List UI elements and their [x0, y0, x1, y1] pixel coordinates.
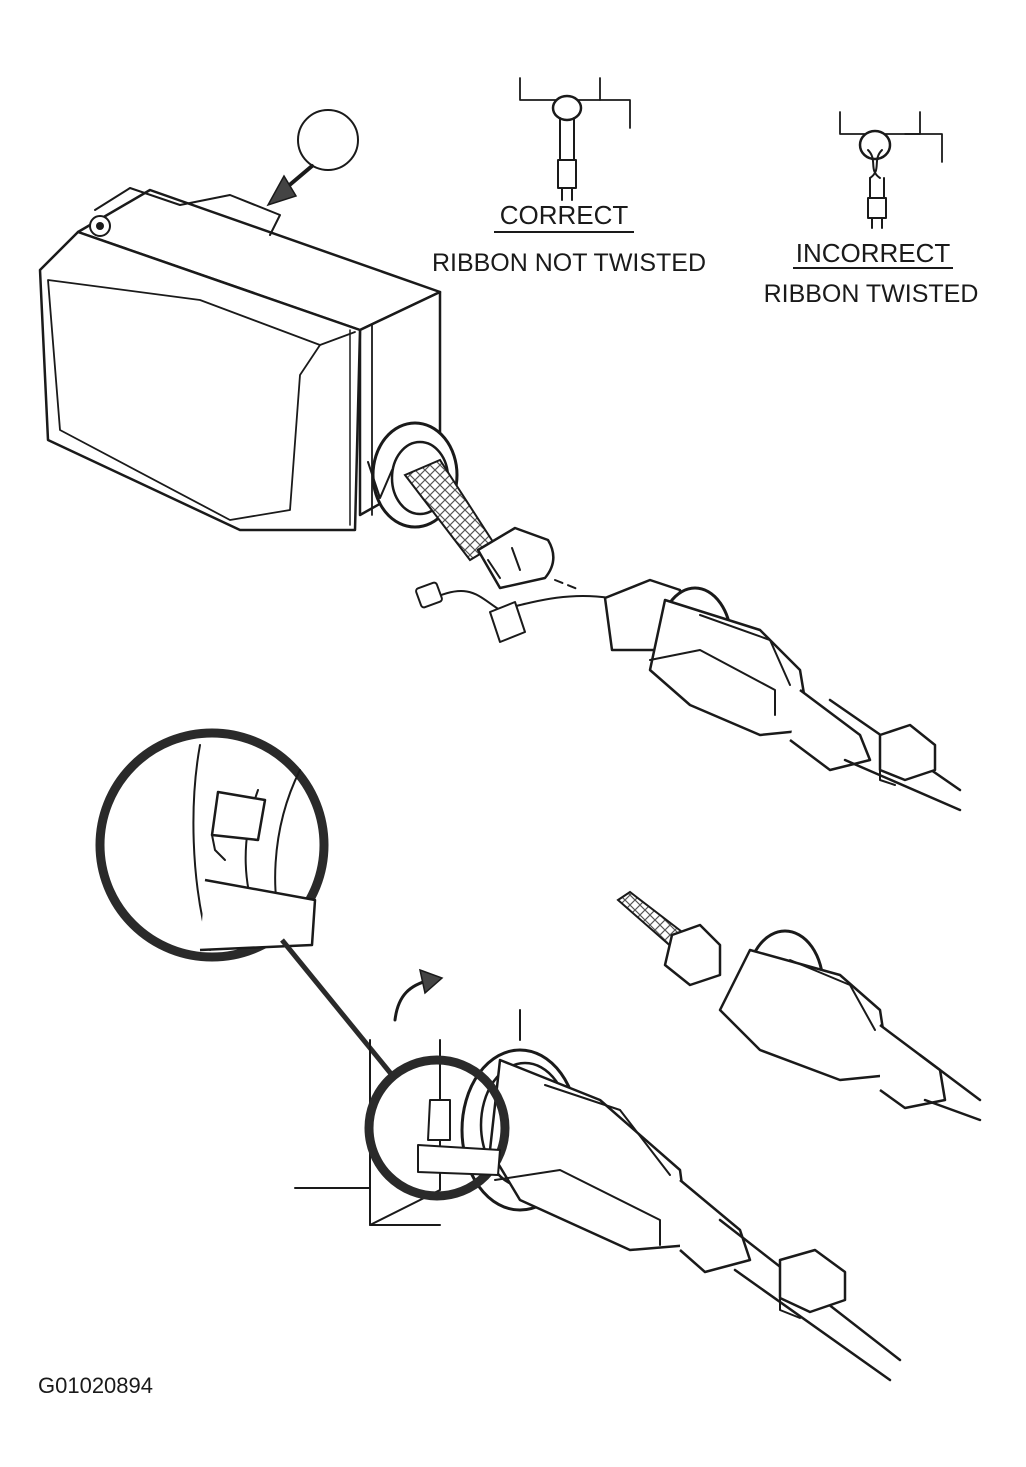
rotate-arrow: [393, 968, 444, 1022]
control-module: [38, 187, 459, 532]
callout-bubble: [266, 109, 359, 207]
incorrect-subtitle: RIBBON TWISTED: [764, 280, 979, 308]
incorrect-inset: [839, 111, 943, 229]
correct-subtitle: RIBBON NOT TWISTED: [432, 249, 706, 277]
figure-id: G01020894: [38, 1373, 153, 1398]
leader-line: [280, 938, 394, 1077]
mating-connector-upper: [603, 578, 962, 812]
magnified-detail: [95, 728, 329, 962]
correct-title: CORRECT: [500, 200, 629, 230]
pigtail-wire: [415, 579, 611, 643]
braided-connector-right: [616, 890, 982, 1122]
mating-connector-lower: [294, 1009, 902, 1382]
correct-inset: [519, 77, 631, 201]
incorrect-title: INCORRECT: [796, 238, 951, 268]
braided-ribbon: [403, 458, 555, 590]
